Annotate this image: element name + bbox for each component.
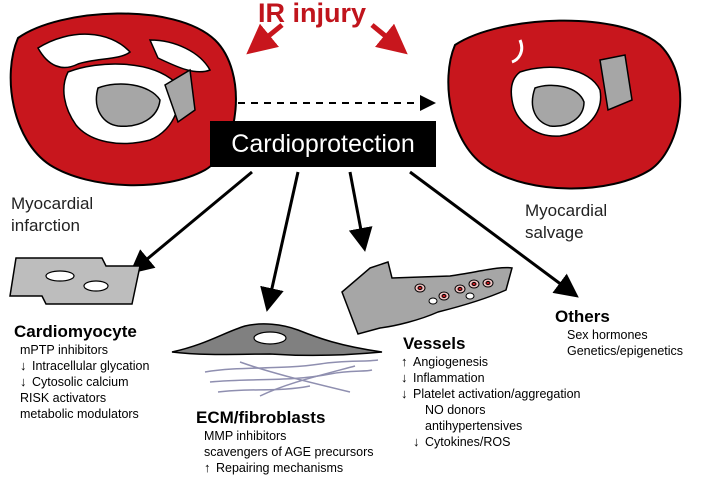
ir-arrow-left: [246, 23, 284, 55]
arrow-to-cardiomyocyte: [129, 170, 253, 274]
cardiomyocyte-heading: Cardiomyocyte: [14, 322, 137, 341]
others-group: Others Sex hormones Genetics/epigenetics: [555, 307, 683, 359]
vessels-item: ↓Platelet activation/aggregation: [401, 386, 581, 401]
ecm-group: ECM/fibroblasts MMP inhibitors scavenger…: [196, 408, 374, 476]
left-label-line2: infarction: [11, 216, 80, 235]
infarcted-heart-icon: [9, 12, 237, 187]
vessels-item: antihypertensives: [425, 419, 523, 433]
arrow-to-ecm: [260, 171, 300, 312]
ir-arrow-right: [370, 23, 408, 55]
myocardial-salvage-label: Myocardial salvage: [525, 200, 607, 244]
cardiomyocyte-item: RISK activators: [20, 391, 107, 405]
cardiomyocyte-item: ↓Intracellular glycation: [20, 358, 150, 373]
vessels-item: NO donors: [425, 403, 486, 417]
left-label-line1: Myocardial: [11, 194, 94, 213]
ecm-fibers-icon: [204, 359, 379, 397]
others-item: Genetics/epigenetics: [567, 344, 684, 358]
vessel-icon: [341, 261, 513, 335]
arrow-to-others: [409, 170, 579, 298]
cardiomyocyte-item: mPTP inhibitors: [20, 343, 108, 357]
cardiomyocyte-item: metabolic modulators: [20, 407, 139, 421]
salvaged-heart-icon: [447, 19, 682, 190]
cardioprotection-box: Cardioprotection: [210, 121, 436, 167]
ecm-item: MMP inhibitors: [204, 429, 287, 443]
ecm-item: ↑Repairing mechanisms: [204, 460, 344, 475]
others-heading: Others: [555, 307, 610, 326]
vessels-group: Vessels ↑Angiogenesis ↓Inflammation ↓Pla…: [401, 334, 580, 450]
vessels-item: ↓Inflammation: [401, 370, 485, 385]
vessels-heading: Vessels: [403, 334, 466, 353]
diagram-title: IR injury: [258, 0, 367, 28]
ecm-item: scavengers of AGE precursors: [204, 445, 374, 459]
cardiomyocyte-cell-icon: [9, 257, 141, 305]
vessels-item: ↑Angiogenesis: [401, 354, 489, 369]
myocardial-infarction-label: Myocardial infarction: [11, 193, 93, 237]
right-label-line1: Myocardial: [525, 201, 608, 220]
branch-arrows: [129, 170, 579, 312]
ecm-heading: ECM/fibroblasts: [196, 408, 326, 427]
vessels-item: ↓Cytokines/ROS: [413, 434, 511, 449]
arrow-to-vessels: [348, 171, 373, 252]
cardiomyocyte-group: Cardiomyocyte mPTP inhibitors ↓Intracell…: [14, 322, 149, 422]
fibroblast-cell-icon: [171, 323, 383, 357]
others-item: Sex hormones: [567, 328, 648, 342]
cardiomyocyte-item: ↓Cytosolic calcium: [20, 374, 129, 389]
right-label-line2: salvage: [525, 223, 584, 242]
